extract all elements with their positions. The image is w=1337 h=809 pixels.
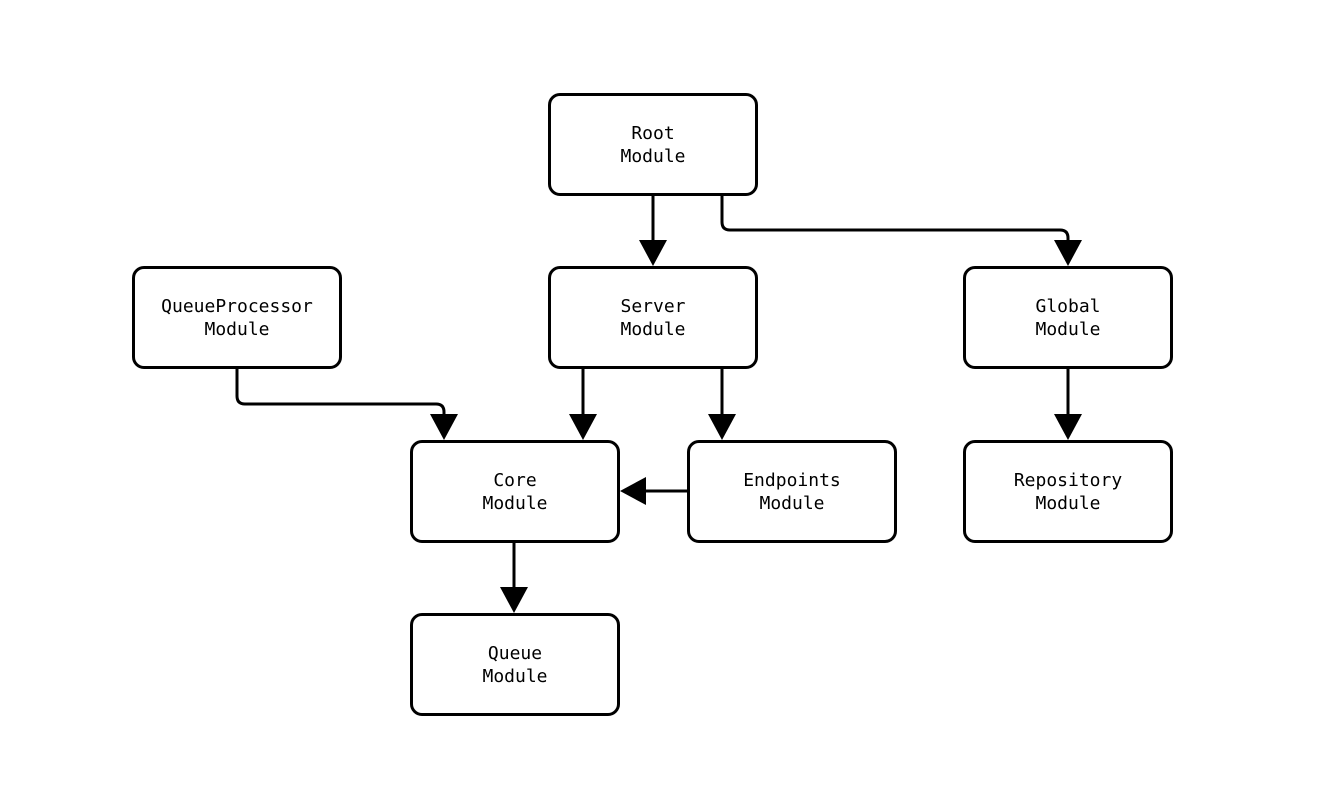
edge-server-to-core	[569, 369, 597, 440]
node-global-module[interactable]: Global Module	[963, 266, 1173, 369]
node-endpoints-module-line2: Module	[759, 492, 825, 514]
node-repository-module-line1: Repository	[1013, 469, 1123, 491]
node-queueprocessor-module-line1: QueueProcessor	[161, 295, 313, 317]
node-queueprocessor-module-line2: Module	[204, 318, 270, 340]
node-server-module-line1: Server	[620, 295, 686, 317]
edge-server-to-endpoints	[708, 369, 736, 440]
node-core-module-line2: Module	[482, 492, 548, 514]
edge-queueprocessor-to-core	[235, 369, 458, 440]
node-global-module-line1: Global	[1035, 295, 1101, 317]
node-global-module-line2: Module	[1035, 318, 1101, 340]
node-repository-module[interactable]: Repository Module	[963, 440, 1173, 543]
edge-global-to-repository	[1054, 369, 1082, 440]
node-core-module[interactable]: Core Module	[410, 440, 620, 543]
node-root-module[interactable]: Root Module	[548, 93, 758, 196]
node-queue-module-line2: Module	[482, 665, 548, 687]
edge-endpoints-to-core	[620, 477, 687, 505]
node-endpoints-module[interactable]: Endpoints Module	[687, 440, 897, 543]
edge-root-to-server	[639, 196, 667, 266]
node-repository-module-line2: Module	[1035, 492, 1101, 514]
node-root-module-line2: Module	[620, 145, 686, 167]
node-core-module-line1: Core	[493, 469, 537, 491]
node-root-module-line1: Root	[631, 122, 675, 144]
node-server-module-line2: Module	[620, 318, 686, 340]
node-endpoints-module-line1: Endpoints	[743, 469, 841, 491]
node-queueprocessor-module[interactable]: QueueProcessor Module	[132, 266, 342, 369]
edge-root-to-global	[720, 196, 1082, 266]
node-server-module[interactable]: Server Module	[548, 266, 758, 369]
edge-core-to-queue	[500, 543, 528, 613]
node-queue-module-line1: Queue	[487, 642, 543, 664]
node-queue-module[interactable]: Queue Module	[410, 613, 620, 716]
